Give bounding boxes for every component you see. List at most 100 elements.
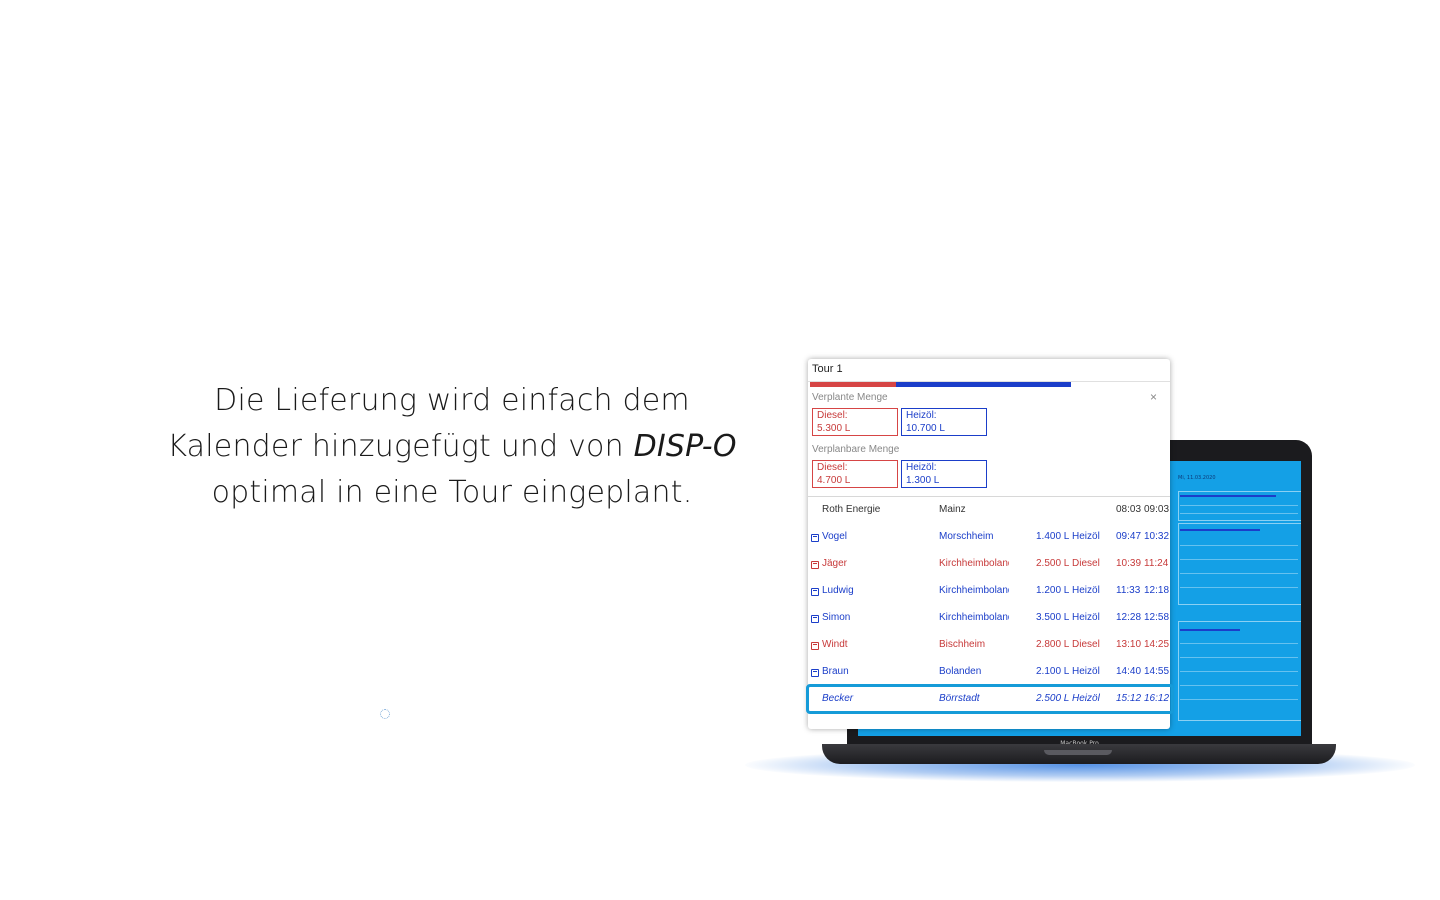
row-time-1: 11:33 <box>1116 585 1141 596</box>
row-fuel: Heizöl <box>1072 612 1100 623</box>
row-name: Simon <box>822 612 851 623</box>
tour-card[interactable]: Tour 1 × Verplante Menge Diesel: 5.300 L… <box>808 359 1170 729</box>
row-name: Becker <box>822 693 854 704</box>
planned-diesel-value: 5.300 L <box>817 423 851 434</box>
headline-line-1: Die Lieferung wird einfach dem <box>214 383 690 418</box>
row-time-1: 13:10 <box>1116 639 1142 650</box>
tour-start-row: Roth Energie Mainz 08:03 09:03 <box>808 501 1170 521</box>
calendar-icon <box>811 561 819 569</box>
screen-row <box>1180 505 1298 506</box>
headline: Die Lieferung wird einfach dem Kalender … <box>118 378 786 516</box>
row-fuel: Diesel <box>1072 639 1100 650</box>
screen-row <box>1180 671 1298 672</box>
loading-spinner-icon <box>380 709 390 719</box>
brand-name: DISP-O <box>633 429 737 464</box>
row-time-2: 12:58 <box>1144 612 1170 623</box>
planned-label: Verplante Menge <box>812 392 888 403</box>
plannable-label: Verplanbare Menge <box>812 444 900 455</box>
row-time-2: 11:24 <box>1144 558 1169 569</box>
calendar-icon <box>811 588 819 596</box>
row-time-1: 10:39 <box>1116 558 1142 569</box>
planned-diesel-label: Diesel: <box>817 410 848 421</box>
row-fuel: Heizöl <box>1072 666 1100 677</box>
screen-row <box>1180 573 1298 574</box>
row-time-2: 12:18 <box>1144 585 1170 596</box>
calendar-icon <box>811 669 819 677</box>
screen-tour-panel <box>1178 621 1301 721</box>
laptop-base <box>822 744 1336 764</box>
row-time-1: 14:40 <box>1116 666 1142 677</box>
row-name: Windt <box>822 639 848 650</box>
screen-row <box>1180 643 1298 644</box>
row-quantity: 2.500 L <box>1036 558 1070 569</box>
row-quantity: 2.500 L <box>1036 693 1070 704</box>
table-row[interactable]: Simon Kirchheimbolanden 3.500 L Heizöl 1… <box>808 609 1170 629</box>
new-delivery-highlight <box>806 684 1174 714</box>
table-row[interactable]: Braun Bolanden 2.100 L Heizöl 14:40 14:5… <box>808 663 1170 683</box>
row-fuel: Heizöl <box>1072 531 1100 542</box>
tour-title: Tour 1 <box>812 363 843 375</box>
plannable-diesel-value: 4.700 L <box>817 475 851 486</box>
row-name: Ludwig <box>822 585 854 596</box>
row-quantity: 1.400 L <box>1036 531 1070 542</box>
calendar-icon <box>811 615 819 623</box>
row-time-2: 14:55 <box>1144 666 1170 677</box>
screen-row <box>1180 587 1298 588</box>
planned-diesel-box: Diesel: 5.300 L <box>812 408 898 436</box>
calendar-icon <box>811 534 819 542</box>
start-name: Roth Energie <box>822 504 881 515</box>
table-row[interactable]: Jäger Kirchheimbolanden 2.500 L Diesel 1… <box>808 555 1170 575</box>
row-city: Bolanden <box>939 666 982 677</box>
screen-progress-bar <box>1180 529 1260 531</box>
plannable-diesel-label: Diesel: <box>817 462 848 473</box>
heizoel-progress <box>896 382 1071 387</box>
screen-row <box>1180 657 1298 658</box>
row-fuel: Heizöl <box>1072 585 1100 596</box>
planned-heizoel-label: Heizöl: <box>906 410 937 421</box>
screen-tour-panel <box>1178 523 1301 605</box>
row-city: Bischheim <box>939 639 986 650</box>
row-time-1: 15:12 <box>1116 693 1142 704</box>
planned-heizoel-value: 10.700 L <box>906 423 945 434</box>
row-fuel: Heizöl <box>1072 693 1100 704</box>
screen-row <box>1180 545 1298 546</box>
table-row[interactable]: Vogel Morschheim 1.400 L Heizöl 09:47 10… <box>808 528 1170 548</box>
laptop-brand: MacBook Pro <box>847 740 1312 747</box>
row-city: Kirchheimbolanden <box>939 558 1009 569</box>
screen-progress-bar <box>1180 495 1276 497</box>
plannable-heizoel-label: Heizöl: <box>906 462 937 473</box>
title-divider <box>808 381 1170 382</box>
planned-heizoel-box: Heizöl: 10.700 L <box>901 408 987 436</box>
table-row[interactable]: Ludwig Kirchheimbolanden 1.200 L Heizöl … <box>808 582 1170 602</box>
table-row[interactable]: Windt Bischheim 2.800 L Diesel 13:10 14:… <box>808 636 1170 656</box>
row-fuel: Diesel <box>1072 558 1100 569</box>
screen-row <box>1180 513 1298 514</box>
close-icon[interactable]: × <box>1150 390 1158 404</box>
row-time-2: 10:32 <box>1144 531 1170 542</box>
row-quantity: 3.500 L <box>1036 612 1070 623</box>
headline-line-3: optimal in eine Tour eingeplant. <box>211 475 693 510</box>
row-city: Kirchheimbolanden <box>939 585 1009 596</box>
row-name: Jäger <box>822 558 848 569</box>
row-city: Kirchheimbolanden <box>939 612 1009 623</box>
screen-progress-bar <box>1180 629 1240 631</box>
screen-tour-panel <box>1178 491 1301 521</box>
plannable-heizoel-value: 1.300 L <box>906 475 940 486</box>
row-time-1: 12:28 <box>1116 612 1142 623</box>
row-quantity: 2.800 L <box>1036 639 1070 650</box>
start-time-1: 08:03 <box>1116 504 1142 515</box>
screen-row <box>1180 685 1298 686</box>
start-time-2: 09:03 <box>1144 504 1170 515</box>
row-city: Börrstadt <box>939 693 980 704</box>
row-time-1: 09:47 <box>1116 531 1142 542</box>
row-quantity: 2.100 L <box>1036 666 1070 677</box>
row-city: Morschheim <box>939 531 994 542</box>
row-quantity: 1.200 L <box>1036 585 1070 596</box>
laptop-notch <box>1044 750 1112 755</box>
row-time-2: 14:25 <box>1144 639 1170 650</box>
calendar-icon <box>811 642 819 650</box>
screen-date: Mi, 11.03.2020 <box>1178 475 1216 481</box>
screen-row <box>1180 699 1298 700</box>
start-city: Mainz <box>939 504 966 515</box>
new-delivery-row[interactable]: Becker Börrstadt 2.500 L Heizöl 15:12 16… <box>808 690 1170 710</box>
